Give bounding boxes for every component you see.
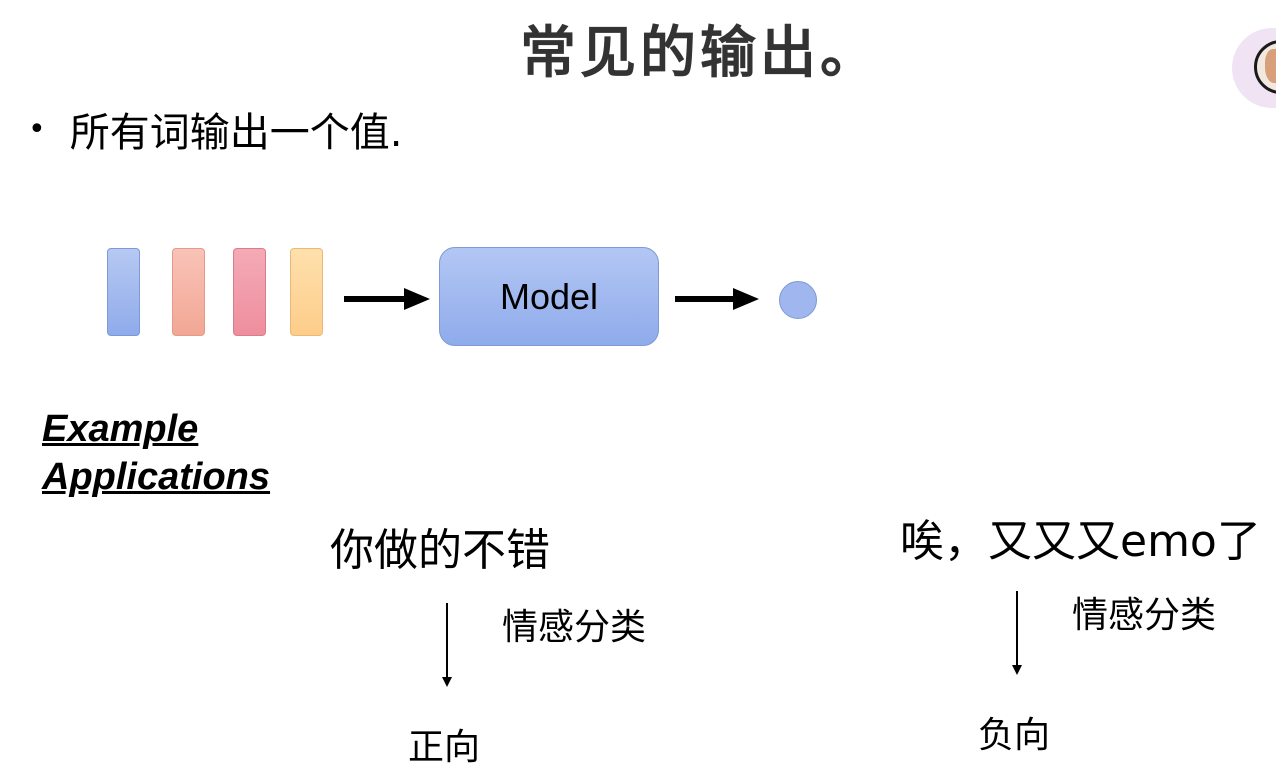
example-heading-line1: Example — [42, 408, 199, 450]
left-example-sentence: 你做的不错 — [330, 525, 550, 576]
input-token-pink — [233, 248, 266, 336]
input-token-salmon — [172, 248, 205, 336]
slide-title: 常见的输出。 — [520, 20, 880, 86]
output-value-dot — [779, 281, 817, 319]
right-task-label: 情感分类 — [1072, 595, 1217, 636]
input-token-orange — [290, 248, 323, 336]
example-heading-line2: Applications — [42, 456, 271, 498]
right-result-label: 负向 — [978, 715, 1051, 756]
bullet-point: • 所有词输出一个值. — [28, 100, 402, 158]
avatar-image — [1254, 40, 1276, 94]
left-result-label: 正向 — [408, 727, 481, 768]
left-down-arrow-icon — [442, 603, 452, 687]
bullet-dot-icon: • — [28, 111, 46, 147]
right-example-sentence: 唉，又又又emo了 — [900, 516, 1261, 567]
right-down-arrow-icon — [1012, 591, 1022, 675]
example-applications-heading: Example Applications — [42, 405, 302, 501]
arrow-to-output-icon — [675, 288, 759, 310]
bullet-text: 所有词输出一个值. — [69, 110, 403, 156]
model-box: Model — [439, 247, 659, 346]
left-task-label: 情感分类 — [502, 607, 647, 648]
input-token-blue — [107, 248, 140, 336]
arrow-to-model-icon — [344, 288, 430, 310]
